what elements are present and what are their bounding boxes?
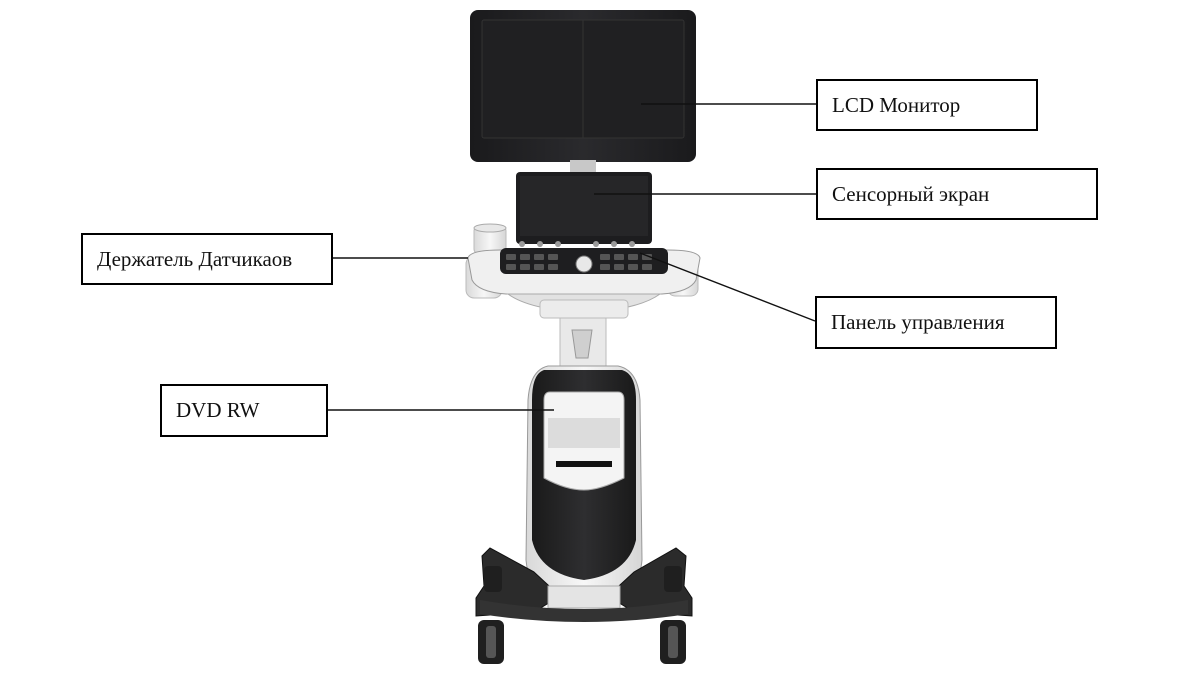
label-touch-screen: Сенсорный экран — [816, 168, 1098, 220]
label-control-panel: Панель управления — [815, 296, 1057, 349]
touch-screen — [516, 172, 652, 244]
label-dvd-rw: DVD RW — [160, 384, 328, 437]
label-probe-holder: Держатель Датчикаов — [81, 233, 333, 285]
control-panel — [467, 241, 701, 319]
label-lcd-monitor: LCD Монитор — [816, 79, 1038, 131]
leader-panel — [639, 252, 816, 322]
leader-lines — [328, 103, 816, 411]
wheel-base — [475, 547, 693, 664]
support-column — [559, 317, 607, 369]
main-body — [525, 365, 643, 591]
lcd-monitor — [470, 10, 696, 174]
